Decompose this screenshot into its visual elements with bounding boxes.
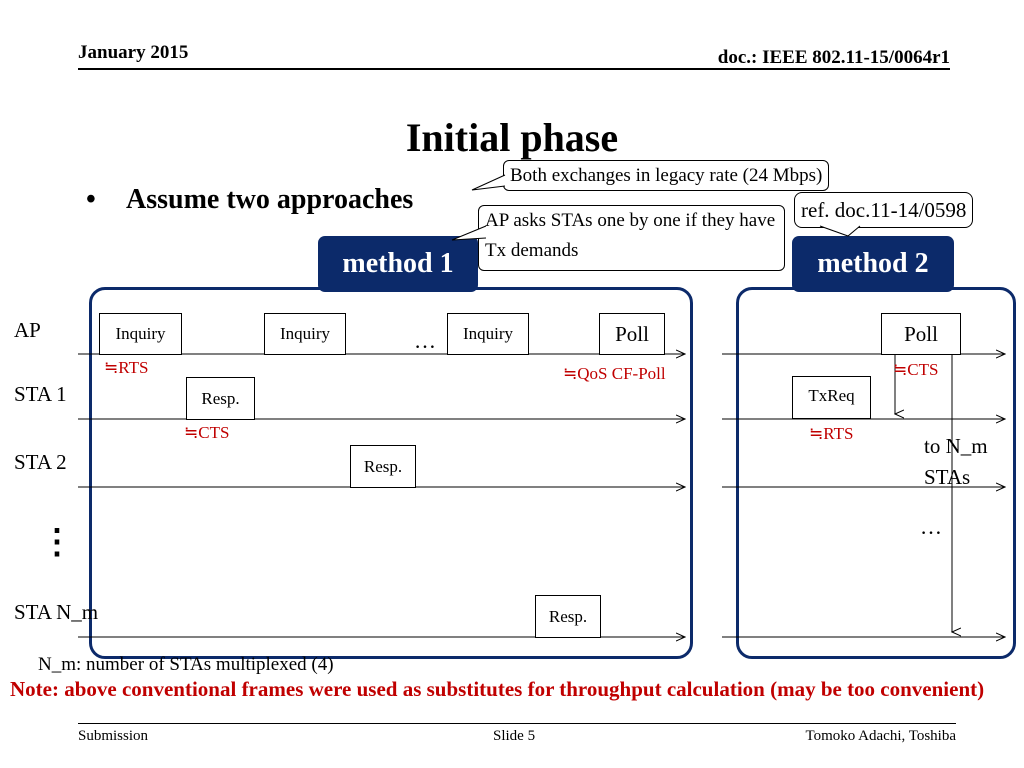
frame-resp-stam: Resp. <box>535 595 601 638</box>
frame-txreq: TxReq <box>792 376 871 419</box>
header-rule <box>78 68 950 70</box>
frame-resp-sta1: Resp. <box>186 377 255 420</box>
callout-ref-doc: ref. doc.11-14/0598 <box>794 192 974 228</box>
label-cts-m2: ≒CTS <box>893 360 939 379</box>
note-text: Note: above conventional frames were use… <box>10 677 985 701</box>
label-cts-m1: ≒CTS <box>184 423 230 442</box>
callout-ap-pointer <box>451 225 487 241</box>
header-doc-id: doc.: IEEE 802.11-15/0064r1 <box>717 47 950 68</box>
method-1-badge: method 1 <box>318 236 478 292</box>
label-rts-m2: ≒RTS <box>809 424 854 443</box>
node-ap-label: AP <box>14 318 41 342</box>
label-rts-m1: ≒RTS <box>104 358 149 377</box>
node-vertical-ellipsis: ⋮ <box>40 524 74 561</box>
footer-submission: Submission <box>78 728 149 744</box>
frames-ellipsis-m1: … <box>414 328 436 353</box>
callout-legacy-pointer <box>471 174 506 191</box>
callout-ref-pointer <box>819 225 861 237</box>
node-stam-label: STA N_m <box>14 600 99 624</box>
header-date: January 2015 <box>78 42 189 63</box>
frame-inquiry-2: Inquiry <box>264 313 346 355</box>
frame-inquiry-1: Inquiry <box>99 313 182 355</box>
method-2-panel <box>736 287 1016 659</box>
bullet-text: Assume two approaches <box>126 184 414 215</box>
bullet-marker: • <box>86 184 96 215</box>
footer-slide-number: Slide 5 <box>493 728 536 744</box>
node-sta1-label: STA 1 <box>14 382 67 406</box>
frame-inquiry-3: Inquiry <box>447 313 529 355</box>
footer-author: Tomoko Adachi, Toshiba <box>805 728 956 744</box>
callout-legacy-rate: Both exchanges in legacy rate (24 Mbps) <box>503 160 830 191</box>
frames-ellipsis-m2: … <box>920 514 942 539</box>
footer-rule <box>78 723 956 724</box>
node-sta2-label: STA 2 <box>14 450 67 474</box>
frame-resp-sta2: Resp. <box>350 445 416 488</box>
callout-ap-asks: AP asks STAs one by one if they have Tx … <box>478 205 785 271</box>
method-2-badge: method 2 <box>792 236 954 292</box>
label-qos-cf-poll: ≒QoS CF-Poll <box>563 364 666 383</box>
label-to-nm-stas: to N_m STAs <box>924 434 988 489</box>
frame-poll-m2: Poll <box>881 313 961 355</box>
slide-title: Initial phase <box>405 115 619 160</box>
definition-nm: N_m: number of STAs multiplexed (4) <box>38 654 334 675</box>
method-1-panel <box>89 287 693 659</box>
frame-poll-m1: Poll <box>599 313 665 355</box>
